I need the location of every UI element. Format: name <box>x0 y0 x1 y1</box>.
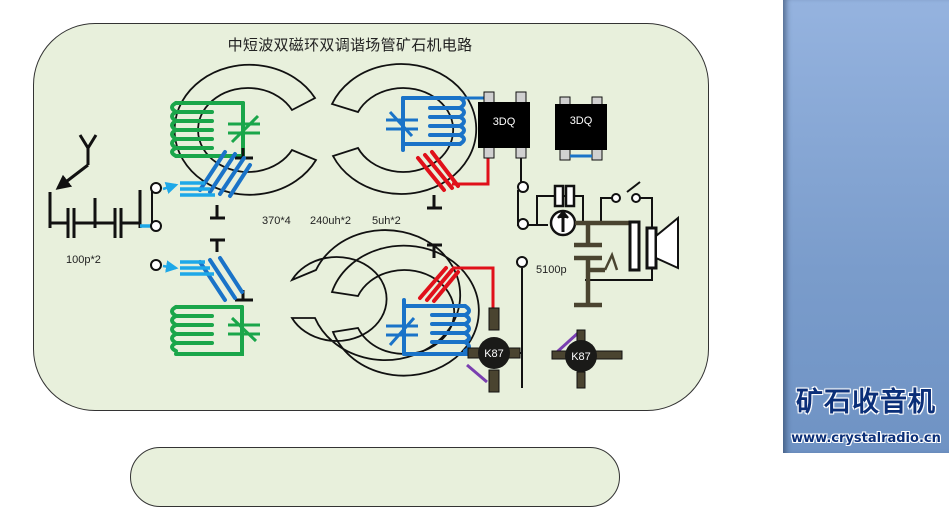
fet-2-label: K87 <box>571 351 591 363</box>
label-coupling-coils: 5uh*2 <box>372 215 401 227</box>
fet-2 <box>551 329 623 389</box>
speaker <box>628 215 679 272</box>
ammeter <box>549 209 577 237</box>
antenna-capacitor-ladder <box>48 190 142 238</box>
variable-capacitor-top-right <box>386 110 418 138</box>
antenna-symbol <box>55 134 98 190</box>
brown-bus <box>574 220 632 308</box>
blue-coil-top-right <box>401 96 466 152</box>
ground-mid-right-lower <box>427 243 442 258</box>
light-blue-leads-bottom-left <box>180 260 214 276</box>
detector-chip-1 <box>478 91 530 159</box>
next-panel-partial <box>130 447 620 507</box>
brand-url: www.crystalradio.cn <box>791 431 941 446</box>
red-coupling-coil-bottom-right <box>418 266 460 303</box>
circuit-diagram: 3DQ 3DQ <box>48 63 679 393</box>
ground-bottom-left <box>235 290 253 302</box>
terminals-right <box>516 181 641 268</box>
antenna-terminals <box>150 182 162 271</box>
red-wire-bottom <box>452 266 495 308</box>
red-wire-top <box>452 157 490 186</box>
arrow-top-left <box>162 181 179 194</box>
detector-chip-2 <box>555 96 607 161</box>
ground-mid-left-upper <box>210 205 225 220</box>
ground-mid-right-upper <box>427 195 442 210</box>
green-coil-bottom <box>170 305 244 356</box>
label-main-coils: 240uh*2 <box>310 215 351 227</box>
fet-1-label: K87 <box>484 348 504 360</box>
blue-coupling-coil-bottom-left <box>198 256 244 302</box>
light-blue-leads-top-left <box>180 181 215 197</box>
green-coil-top <box>170 101 245 158</box>
brand-logo-text: 矿石收音机 <box>796 387 936 418</box>
variable-capacitor-top-left <box>228 114 260 144</box>
lambda-symbol <box>603 251 619 271</box>
red-coupling-coil-top-right <box>416 150 460 192</box>
variable-capacitor-bottom-left <box>228 316 260 343</box>
sidebar-panel <box>783 0 949 453</box>
arrow-bottom-left <box>162 260 179 273</box>
chip-2-label: 3DQ <box>570 115 593 127</box>
fet-1 <box>466 268 523 393</box>
label-antenna-caps: 100p*2 <box>66 254 101 266</box>
chip-1-label: 3DQ <box>493 116 516 128</box>
circuit-panel <box>33 23 709 411</box>
label-bypass-cap: 5100p <box>536 264 567 276</box>
label-tuning-caps: 370*4 <box>262 215 291 227</box>
diagram-title: 中短波双磁环双调谐场管矿石机电路 <box>227 36 473 54</box>
ground-mid-left-lower <box>210 238 225 252</box>
variable-capacitor-bottom-right <box>386 317 418 346</box>
crystal-earphone-cap <box>553 184 576 208</box>
toroid-top-left <box>173 63 318 196</box>
